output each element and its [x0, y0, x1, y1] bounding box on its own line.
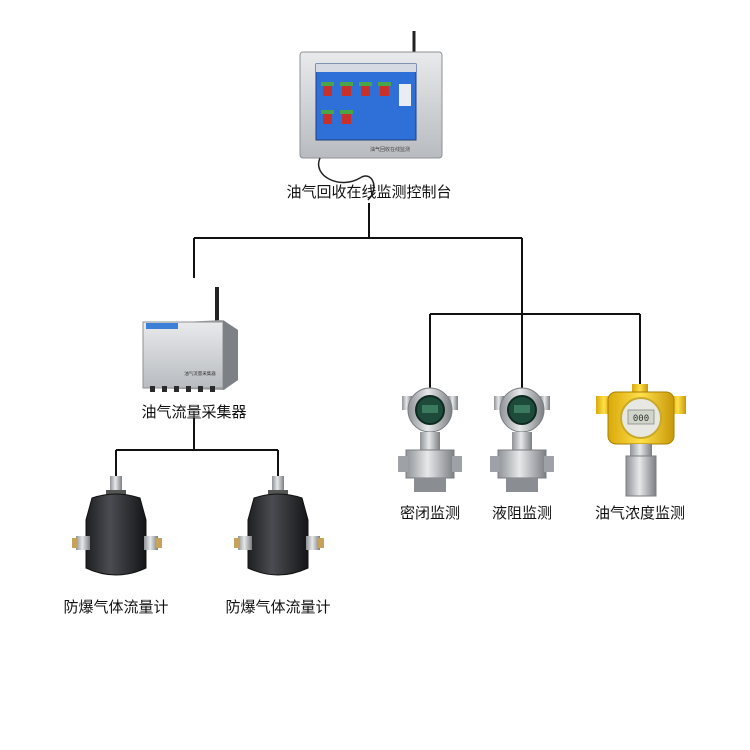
collector-device: 油气流量采集器: [142, 287, 238, 392]
screen-tank-icons: [321, 82, 411, 124]
monitor-label-seal: 密闭监测: [399, 504, 461, 522]
console-screen-caption: 油气回收在线监测: [370, 146, 410, 153]
flowmeter-label-1: 防爆气体流量计: [63, 598, 169, 616]
flowmeter-label-2: 防爆气体流量计: [225, 598, 331, 616]
gas-detector-device: 000: [596, 384, 686, 497]
pressure-transmitter-1: [398, 387, 462, 492]
console-cable: [317, 157, 375, 201]
monitor-label-vapor-concentration: 油气浓度监测: [594, 504, 686, 522]
collector-label: 油气流量采集器: [141, 403, 247, 421]
monitor-label-liquid-resistance: 液阻监测: [491, 504, 553, 522]
connector-lines: [115, 203, 641, 478]
console-label: 油气回收在线监测控制台: [286, 183, 452, 201]
gas-detector-readout: 000: [633, 414, 649, 424]
flowmeter-device-1: [72, 476, 162, 576]
console-device: 油气回收在线监测: [299, 31, 443, 201]
flowmeter-device-2: [234, 476, 324, 576]
pressure-transmitter-2: [490, 387, 554, 492]
collector-panel-caption: 油气流量采集器: [184, 370, 216, 377]
